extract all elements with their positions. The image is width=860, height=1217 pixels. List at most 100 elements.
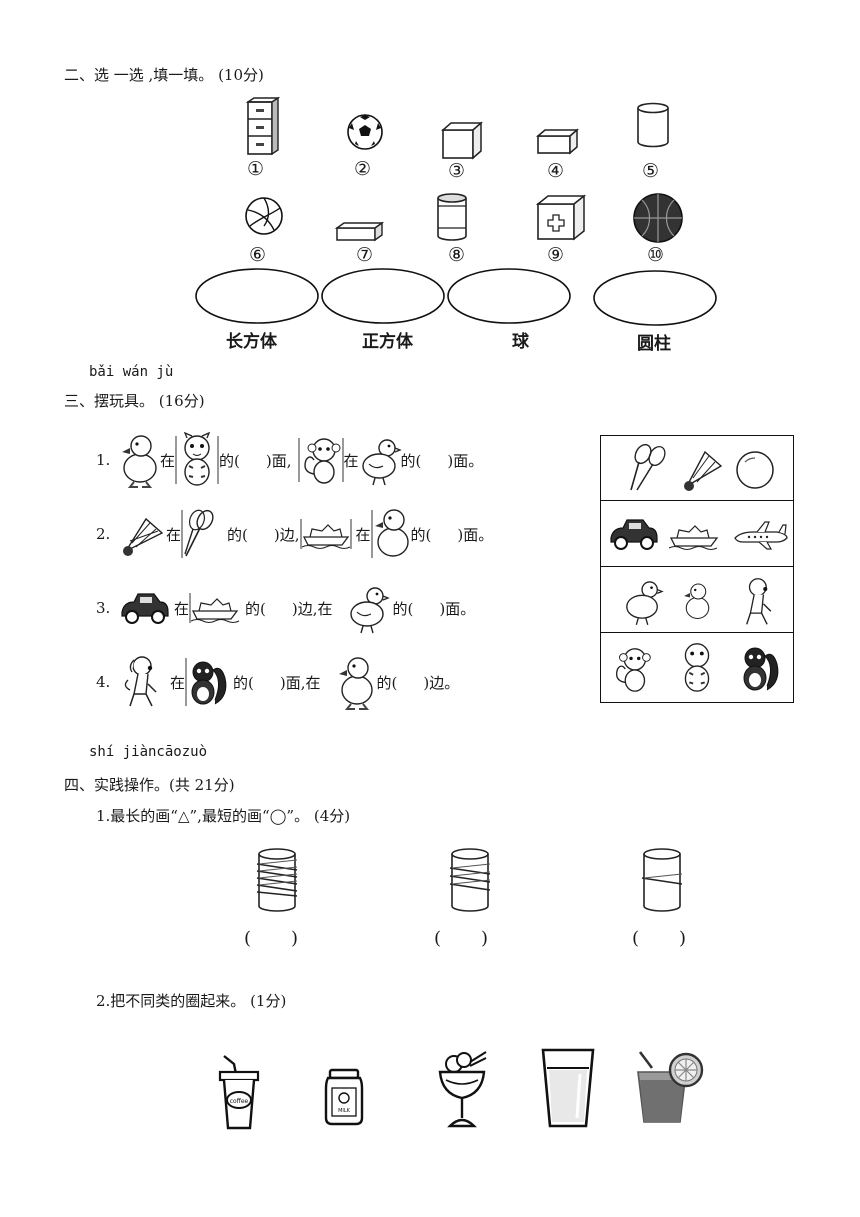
question-number: 4.: [96, 673, 111, 691]
basketball-icon: [633, 193, 683, 243]
de-text: 的(: [245, 599, 266, 618]
answer-oval-cube[interactable]: [321, 268, 447, 324]
label-1: ①: [247, 158, 265, 180]
lemon-juice-icon[interactable]: [634, 1050, 706, 1126]
suffix-text: )边。: [423, 673, 460, 692]
de-text: 的(: [400, 451, 422, 470]
zai-text: 在: [343, 451, 359, 470]
can-icon: [437, 193, 467, 241]
cylinder-icon: [637, 102, 669, 148]
answer-oval-cylinder[interactable]: [593, 270, 719, 326]
tiger-icon: [684, 643, 710, 692]
zai-text: 在: [160, 451, 176, 470]
wound-cylinder-3: [641, 848, 683, 912]
suffix-text: )面,在: [279, 673, 321, 692]
question-number: 1.: [96, 451, 111, 469]
label-5: ⑤: [642, 160, 660, 182]
answer-paren-1[interactable]: (): [244, 928, 299, 949]
water-glass-icon[interactable]: [540, 1048, 596, 1130]
ball-icon: [736, 451, 774, 489]
de-text: 的(: [227, 525, 248, 544]
shuttlecock-icon: [123, 517, 164, 556]
suffix-text: )边,: [273, 525, 300, 544]
question-number: 2.: [96, 525, 111, 543]
monkey-icon: [297, 438, 344, 484]
ship-icon: [668, 525, 719, 551]
de-text: 的(: [233, 673, 254, 692]
question-2: 2. 在 的( )边, 在 的( )面。: [96, 509, 493, 558]
zai-text: 在: [355, 525, 371, 544]
label-3: ③: [448, 160, 466, 182]
soccer-ball-icon: [347, 114, 383, 150]
section-2-title: 二、选 一选 ,填一填。 (10分): [64, 66, 264, 84]
tiger-icon: [175, 431, 220, 486]
answer-oval-sphere[interactable]: [447, 268, 573, 324]
duck-icon: [338, 657, 373, 710]
answer-paren-2[interactable]: (): [434, 928, 489, 949]
ship-icon: [189, 593, 240, 624]
ship-icon: [299, 519, 352, 550]
racket-icon: [181, 509, 214, 558]
label-7: ⑦: [356, 244, 374, 266]
question-4-1: 1.最长的画“△”,最短的画“◯”。 (4分): [96, 807, 351, 825]
section-3-pinyin: bǎi wán jù: [89, 364, 174, 380]
racket-icon: [630, 443, 666, 491]
cuboid-small-icon: [535, 128, 580, 155]
label-4: ④: [547, 160, 565, 182]
suffix-text: )面。: [439, 599, 476, 618]
question-4: 4. 在 的( )面,在 的( )边。: [96, 656, 460, 710]
volleyball-icon: [245, 197, 283, 235]
de-text: 的(: [376, 673, 398, 692]
label-9: ⑨: [547, 244, 565, 266]
shelf-row-animals: [601, 634, 793, 700]
zai-text: 在: [174, 599, 190, 618]
cube-icon: [441, 121, 483, 160]
label-8: ⑧: [448, 244, 466, 266]
section-4-pinyin: shí jiàncāozuò: [89, 744, 208, 760]
ice-cream-sundae-icon[interactable]: [436, 1050, 490, 1130]
duck-icon: [122, 435, 157, 488]
category-sphere: 球: [512, 332, 529, 352]
question-3: 3. 在 的( )边,在 的( )面。: [96, 587, 476, 634]
category-cylinder: 圆柱: [637, 334, 671, 354]
dog-icon: [124, 656, 157, 707]
label-6: ⑥: [249, 244, 267, 266]
wound-cylinder-1: [256, 848, 298, 912]
section-3-title: 三、摆玩具。 (16分): [64, 392, 205, 410]
milk-label: MILK: [338, 1108, 351, 1114]
chick-icon: [626, 581, 664, 625]
answer-oval-cuboid[interactable]: [195, 268, 321, 324]
cuboid-bar-icon: [334, 221, 385, 242]
coffee-label: coffee: [230, 1098, 249, 1105]
dog-icon: [746, 578, 772, 625]
squirrel-icon: [743, 647, 779, 691]
coffee-cup-icon[interactable]: coffee: [216, 1054, 262, 1132]
duck-icon: [370, 509, 409, 558]
question-4-2: 2.把不同类的圈起来。 (1分): [96, 992, 287, 1010]
suffix-text: )边,在: [291, 599, 333, 618]
de-text: 的(: [410, 525, 432, 544]
toy-shelf: [600, 435, 794, 703]
question-1: 1. 在 的( )面, 在 的( )面。: [96, 431, 484, 488]
suffix-text: )面,: [265, 451, 292, 470]
duck-icon: [684, 583, 710, 620]
squirrel-icon: [185, 658, 227, 706]
monkey-icon: [615, 648, 651, 692]
cabinet-icon: [245, 96, 281, 156]
wound-cylinder-2: [449, 848, 491, 912]
toy-car-icon: [610, 519, 658, 550]
zai-text: 在: [170, 673, 186, 692]
airplane-icon: [734, 521, 788, 550]
milk-jar-icon[interactable]: MILK: [324, 1068, 364, 1126]
section-4-title: 四、实践操作。(共 21分): [64, 776, 235, 794]
de-text: 的(: [219, 451, 240, 470]
de-text: 的(: [392, 599, 414, 618]
category-cube: 正方体: [362, 332, 413, 352]
shelf-row-vehicles: [601, 502, 793, 567]
suffix-text: )面。: [447, 451, 484, 470]
zai-text: 在: [166, 525, 182, 544]
first-aid-box-icon: [535, 194, 587, 241]
label-2: ②: [354, 158, 372, 180]
answer-paren-3[interactable]: (): [632, 928, 687, 949]
shuttlecock-icon: [684, 450, 723, 491]
